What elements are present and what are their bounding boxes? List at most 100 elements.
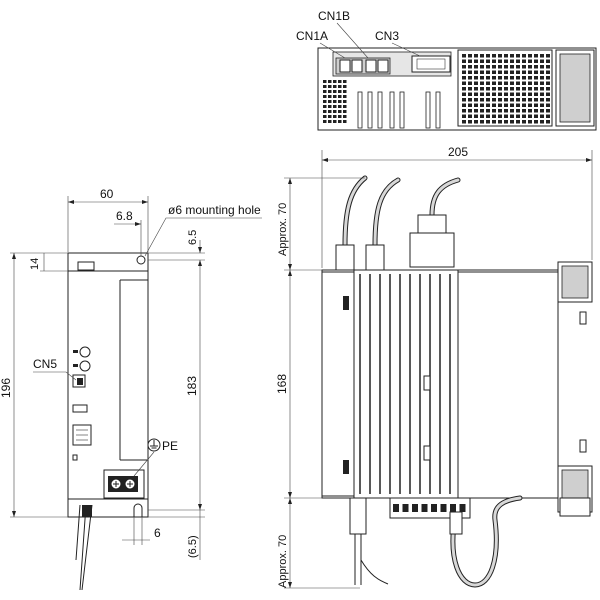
top-grid-cell — [498, 54, 502, 58]
bottom-connector-pin — [421, 504, 428, 512]
top-grid-cell — [492, 120, 496, 124]
top-grid-cell — [486, 109, 490, 113]
top-grid-cell — [546, 114, 550, 118]
top-vent-cell — [323, 80, 327, 83]
front-label-plate — [72, 404, 88, 413]
top-grid-cell — [474, 109, 478, 113]
heatsink-clip-upper — [423, 375, 431, 391]
heatsink-fins — [359, 274, 451, 494]
top-grid-cell — [492, 70, 496, 74]
top-vent-cell — [343, 100, 347, 103]
top-right-panel-inner — [559, 53, 591, 123]
top-vent-cell — [343, 95, 347, 98]
top-grid-cell — [462, 98, 466, 102]
top-vent-cell — [333, 115, 337, 118]
top-grid-cell — [480, 54, 484, 58]
top-vent-cell — [328, 115, 332, 118]
top-grid-cell — [540, 76, 544, 80]
top-grid-cell — [504, 103, 508, 107]
top-vent-cell — [343, 85, 347, 88]
top-vent-cell — [333, 110, 337, 113]
side-bottom-cable-left — [354, 534, 362, 585]
top-grid-cell — [504, 114, 508, 118]
heatsink-clip-lower — [423, 445, 431, 461]
top-grid-cell — [546, 92, 550, 96]
top-grid-cell — [462, 70, 466, 74]
top-vent-cell — [333, 105, 337, 108]
top-grid-cell — [474, 65, 478, 69]
top-grid-cell — [522, 70, 526, 74]
top-grid-cell — [498, 81, 502, 85]
top-grid-cell — [504, 109, 508, 113]
top-grid-cell — [498, 70, 502, 74]
top-grid-cell — [528, 59, 532, 63]
top-grid-cell — [504, 81, 508, 85]
top-vent-cell — [333, 100, 337, 103]
top-grid-cell — [546, 76, 550, 80]
front-bottom-cables — [75, 504, 93, 591]
top-grid-cell — [474, 103, 478, 107]
top-grid-cell — [504, 87, 508, 91]
top-grid-cell — [546, 70, 550, 74]
top-grid-cell — [486, 103, 490, 107]
top-grid-cell — [468, 120, 472, 124]
cn1b-terminal — [365, 59, 377, 73]
top-grid-cell — [546, 103, 550, 107]
top-grid-cell — [522, 98, 526, 102]
top-grid-cell — [516, 98, 520, 102]
top-grid-cell — [474, 59, 478, 63]
top-cooling-slot — [399, 91, 405, 129]
top-vent-cell — [328, 120, 332, 123]
top-cooling-slot — [389, 91, 395, 129]
top-grid-cell — [540, 54, 544, 58]
dim-approx-70-bottom: Approx. 70 — [277, 535, 289, 588]
top-grid-cell — [480, 114, 484, 118]
pe-leader — [133, 451, 155, 477]
top-grid-cell — [486, 54, 490, 58]
top-grid-cell — [516, 103, 520, 107]
top-vent-cell — [333, 95, 337, 98]
pe-label: PE — [162, 439, 178, 453]
cn1a-terminal — [339, 59, 351, 73]
top-grid-cell — [498, 109, 502, 113]
top-grid-cell — [504, 120, 508, 124]
top-grid-cell — [534, 65, 538, 69]
top-grid-cell — [546, 98, 550, 102]
top-grid-cell — [510, 109, 514, 113]
top-grid-cell — [492, 59, 496, 63]
top-vent-cell — [328, 110, 332, 113]
top-grid-cell — [468, 92, 472, 96]
top-vent-cell — [333, 80, 337, 83]
top-grid-cell — [516, 87, 520, 91]
top-grid-cell — [492, 98, 496, 102]
top-grid-cell — [528, 65, 532, 69]
top-grid-cell — [492, 109, 496, 113]
top-grid-cell — [486, 70, 490, 74]
side-view — [321, 175, 593, 588]
top-grid-cell — [522, 54, 526, 58]
top-grid-cell — [546, 87, 550, 91]
dim-168: 168 — [275, 374, 289, 394]
top-grid-cell — [492, 114, 496, 118]
cn5-label: CN5 — [33, 357, 57, 371]
top-grid-cell — [504, 54, 508, 58]
top-vent-cell — [338, 120, 342, 123]
top-grid-cell — [540, 70, 544, 74]
cn3-plug-body — [409, 232, 455, 268]
bottom-connector-pin — [402, 504, 409, 512]
top-grid-cell — [480, 70, 484, 74]
dim-14: 14 — [29, 258, 41, 270]
top-view-left-vents — [323, 80, 347, 123]
top-grid-cell — [498, 65, 502, 69]
top-grid-cell — [546, 120, 550, 124]
top-vent-cell — [333, 85, 337, 88]
top-grid-cell — [498, 114, 502, 118]
top-grid-cell — [486, 98, 490, 102]
top-grid-cell — [540, 92, 544, 96]
side-bottom-right-tab — [559, 497, 591, 517]
top-grid-cell — [510, 70, 514, 74]
top-grid-cell — [528, 92, 532, 96]
top-vent-cell — [323, 115, 327, 118]
top-cooling-slot — [435, 91, 441, 129]
